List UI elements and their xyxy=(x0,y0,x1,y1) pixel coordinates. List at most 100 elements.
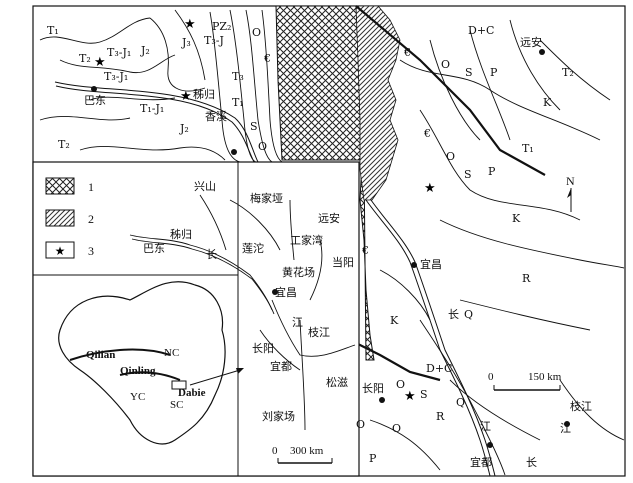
place-label: 江 xyxy=(292,316,303,329)
china-labels: Qilian Qinling NC YC SC Dabie xyxy=(86,347,206,411)
unit-label: T₁ xyxy=(47,24,59,37)
unit-label: O xyxy=(258,140,267,153)
svg-text:300 km: 300 km xyxy=(290,445,324,457)
place-label: 兴山 xyxy=(194,180,216,193)
unit-label: € xyxy=(263,52,271,65)
star-icon: ★ xyxy=(55,244,66,258)
star-icon: ★ xyxy=(184,17,196,32)
unit-label: D+C xyxy=(426,362,452,375)
unit-label: O xyxy=(392,422,401,435)
place-label: 工家湾 xyxy=(290,233,323,247)
place-label: 宜昌 xyxy=(275,285,297,299)
unit-label: O xyxy=(252,26,261,39)
inset-linework xyxy=(129,194,356,431)
unit-label: K xyxy=(543,96,552,109)
star-icon: ★ xyxy=(424,181,436,196)
unit-label: PZ₂ xyxy=(212,20,231,33)
place-label: 松滋 xyxy=(326,375,348,389)
unit-label: T₃-J₁ xyxy=(107,46,131,59)
place-label: 长阳 xyxy=(362,382,384,395)
unit-label: T₂ xyxy=(562,66,574,79)
unit-label: T₁-J₁ xyxy=(140,102,164,115)
china-label: SC xyxy=(170,399,183,411)
place-markers xyxy=(91,49,570,448)
china-label: Qilian xyxy=(86,349,115,361)
unit-label: T₃-J₁ xyxy=(104,70,128,83)
legend-key-1: 1 xyxy=(88,180,94,194)
china-label: Qinling xyxy=(120,365,156,377)
star-icon: ★ xyxy=(94,55,106,70)
unit-label: K xyxy=(390,314,399,327)
place-label: 刘家场 xyxy=(262,409,295,423)
star-icon: ★ xyxy=(404,389,416,404)
place-label: 巴东 xyxy=(84,94,106,107)
place-label: 宜都 xyxy=(470,455,492,469)
place-label: 远安 xyxy=(318,211,340,225)
unit-label: T₃ xyxy=(232,70,244,83)
place-label: 当阳 xyxy=(332,255,354,269)
unit-label: J₂ xyxy=(179,122,189,135)
place-label: 长 xyxy=(526,456,537,469)
unit-label: T₁ xyxy=(232,96,244,109)
inset-place-labels: 兴山 梅家垭 远安 秭归 工家湾 巴东 莲沱 长 黄花场 当阳 宜昌 江 枝江 … xyxy=(143,180,354,423)
unit-label: J₃ xyxy=(181,36,191,49)
contact-lines xyxy=(39,9,625,476)
unit-label: O xyxy=(356,418,365,431)
river-lines xyxy=(54,81,496,477)
place-label: 长 xyxy=(448,308,459,321)
place-label: 长 xyxy=(206,248,217,261)
place-label: 江 xyxy=(560,422,571,435)
china-label: YC xyxy=(130,391,145,403)
unit-label: S xyxy=(420,388,428,401)
legend-key-3: 3 xyxy=(88,244,94,258)
scale-bar-inset: 0 300 km xyxy=(272,445,333,464)
unit-label: D+C xyxy=(468,24,494,37)
unit-label: Q xyxy=(456,396,465,409)
svg-text:0: 0 xyxy=(272,445,278,457)
unit-label: P xyxy=(490,66,498,79)
place-label: 枝江 xyxy=(308,325,330,339)
place-label: 莲沱 xyxy=(242,241,264,255)
svg-text:150 km: 150 km xyxy=(528,371,562,383)
unit-label: R xyxy=(436,410,445,423)
unit-label: O xyxy=(441,58,450,71)
unit-label: K xyxy=(512,212,521,225)
unit-label: O xyxy=(446,150,455,163)
unit-label: Q xyxy=(464,308,473,321)
china-label: NC xyxy=(164,347,179,359)
place-label: 宜都 xyxy=(270,359,292,373)
legend-swatch-1 xyxy=(45,177,75,195)
fossil-sites: ★ ★ ★ ★ ★ xyxy=(94,17,436,404)
china-outline xyxy=(58,281,244,445)
svg-text:0: 0 xyxy=(488,371,494,383)
legend-swatch-3 xyxy=(45,241,75,259)
place-label: 江 xyxy=(480,420,491,433)
place-label: 枝江 xyxy=(570,399,592,413)
place-label: 香溪 xyxy=(205,110,227,123)
fault-lines xyxy=(349,5,546,382)
place-labels: 巴东 秭归 香溪 远安 宜昌 长阳 宜都 枝江 江 长 长 江 xyxy=(84,35,592,469)
unit-label: S xyxy=(465,66,473,79)
unit-label: J₂ xyxy=(140,44,150,57)
unit-label: € xyxy=(403,46,411,59)
scale-bar-main: 0 150 km xyxy=(488,371,562,391)
place-label: 长阳 xyxy=(252,342,274,355)
unit-label: S xyxy=(464,168,472,181)
place-label: 宜昌 xyxy=(420,257,442,271)
unit-label: P xyxy=(488,165,496,178)
unit-label: T₁ xyxy=(522,142,534,155)
legend-key-2: 2 xyxy=(88,212,94,226)
unit-label: € xyxy=(361,244,369,257)
unit-label: P xyxy=(369,452,377,465)
svg-text:N: N xyxy=(566,174,575,188)
star-icon: ★ xyxy=(180,89,192,104)
north-arrow: N xyxy=(566,174,575,212)
unit-label: T₂ xyxy=(58,138,70,151)
place-label: 黄花场 xyxy=(282,265,315,279)
inset-frame xyxy=(32,161,360,477)
place-label: 秭归 xyxy=(193,87,215,101)
unit-label: S xyxy=(250,120,258,133)
place-label: 梅家垭 xyxy=(250,191,283,205)
